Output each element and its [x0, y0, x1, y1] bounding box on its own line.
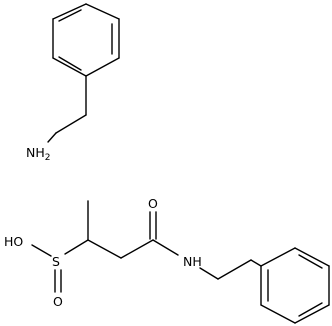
chain-bond	[87, 239, 122, 259]
ch2-ring-bond	[250, 259, 262, 267]
amine-label: NH2	[26, 145, 51, 163]
ring-bond	[85, 3, 120, 20]
ring-inner-double-bond	[58, 56, 82, 71]
sulfinic-amide-molecule: O NH S HO O	[4, 196, 330, 324]
n-ch2-bond	[199, 267, 219, 280]
ring-inner-double-bond	[298, 302, 323, 317]
phenethylamine-molecule: NH2	[26, 3, 120, 163]
ethyl-bond	[55, 114, 87, 134]
amine-h-label: H	[35, 145, 44, 160]
ring-bond	[260, 304, 296, 324]
ring-bond	[260, 247, 296, 267]
ch2-ch2-bond	[217, 259, 252, 280]
ring-bond	[52, 3, 87, 20]
sulfur-label: S	[52, 254, 60, 269]
ring-bond	[85, 57, 120, 77]
amide-nh-label: NH	[183, 254, 202, 269]
ring-inner-double-bond	[298, 254, 323, 269]
benzene-ring-bottom	[260, 247, 330, 324]
ring-bond	[52, 57, 87, 77]
ring-inner-double-bond	[58, 9, 82, 22]
carbonyl-oxygen-label: O	[148, 196, 158, 211]
amine-bond	[47, 132, 57, 143]
benzene-ring-top	[52, 3, 120, 77]
hydroxyl-label: HO	[4, 234, 23, 249]
amide-bond	[152, 239, 179, 256]
chain-bond	[120, 239, 154, 259]
amine-n-label: N	[26, 145, 35, 160]
c-s-bond	[64, 239, 89, 255]
sulfinyl-oxygen-label: O	[53, 294, 63, 309]
amine-h-count: 2	[45, 153, 51, 163]
ring-bond	[294, 247, 330, 267]
s-oh-bond	[31, 244, 52, 257]
ring-bond	[294, 304, 330, 324]
